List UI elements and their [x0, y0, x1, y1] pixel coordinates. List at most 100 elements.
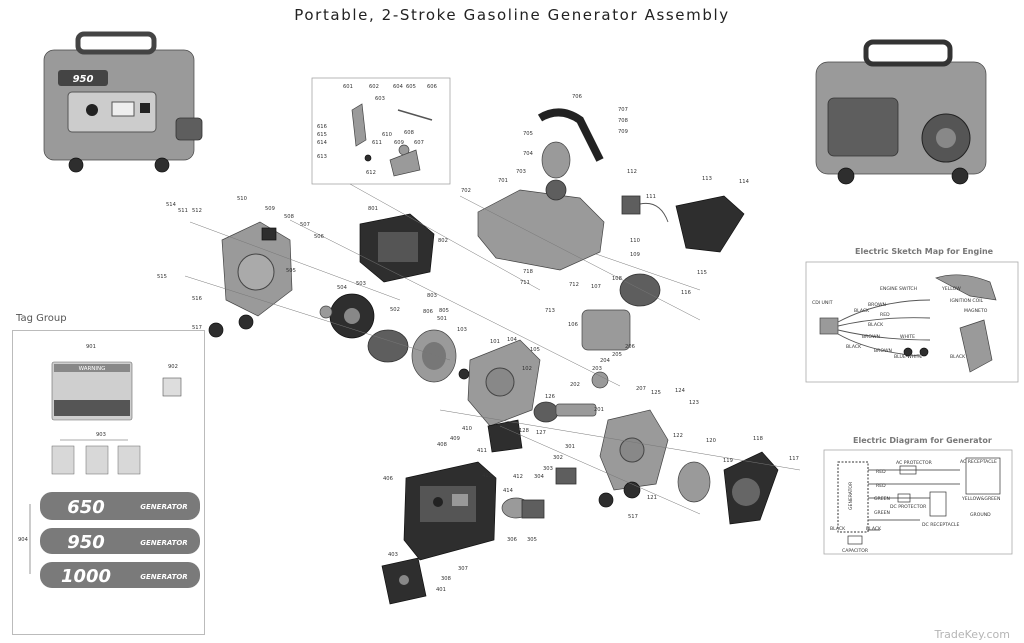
generator-photo-rear	[815, 39, 987, 185]
engine-label: BROWN	[868, 302, 886, 308]
tag-callout: 901	[86, 344, 96, 350]
part-number: 206	[625, 344, 635, 350]
part-number: 121	[647, 495, 657, 501]
part-number: 304	[534, 474, 545, 480]
engine-label: BLACK	[854, 308, 870, 314]
engine-label: BLACK	[950, 354, 966, 360]
part-number: 517	[192, 325, 202, 331]
part-number: 506	[314, 234, 324, 240]
generator-label: RED	[876, 483, 886, 489]
part-number: 403	[388, 552, 398, 558]
engine-sketch-panel: Electric Sketch Map for Engine CDI UNIT …	[805, 247, 1019, 383]
part-number: 410	[462, 426, 472, 432]
part-number: 116	[681, 290, 691, 296]
part-number: 515	[157, 274, 167, 280]
engine-label: BLACK	[846, 344, 862, 350]
part-number: 801	[368, 206, 378, 212]
generator-label: GREEN	[874, 496, 890, 502]
generator-label: CAPACITOR	[842, 548, 869, 554]
part-number: 615	[317, 132, 327, 138]
part-number: 406	[383, 476, 393, 482]
part-number: 126	[545, 394, 555, 400]
part-number: 511	[178, 208, 188, 214]
part-number: 802	[438, 238, 448, 244]
generator-panel-title: Electric Diagram for Generator	[853, 436, 992, 445]
part-number: 115	[697, 270, 707, 276]
part-number: 605	[406, 84, 416, 90]
recoil-starter	[677, 451, 779, 525]
engine-label: BLACK	[868, 322, 884, 328]
part-number: 711	[520, 280, 530, 286]
part-number: 124	[675, 388, 686, 394]
air-filter-box	[359, 213, 435, 283]
tag-group: WARNING 650 GENERATOR 950 GENERATOR 1000…	[18, 344, 200, 588]
part-number: 504	[337, 285, 348, 291]
part-number: 616	[317, 124, 327, 130]
part-number: 414	[503, 488, 514, 494]
generator-diagram-panel: Electric Diagram for Generator GENERATOR…	[823, 436, 1013, 555]
part-number: 704	[523, 151, 534, 157]
part-number: 108	[612, 276, 622, 282]
part-number: 611	[372, 140, 382, 146]
part-number: 306	[507, 537, 517, 543]
part-number: 503	[356, 281, 366, 287]
generator-label: BLACK	[830, 526, 846, 532]
part-number: 607	[414, 140, 424, 146]
part-number: 806	[423, 309, 433, 315]
generator-label: DC RECEPTACLE	[922, 522, 959, 528]
warning-label: WARNING	[79, 366, 106, 372]
part-number: 702	[461, 188, 471, 194]
part-number: 708	[618, 118, 628, 124]
part-number: 512	[192, 208, 202, 214]
part-number: 413	[482, 473, 492, 479]
engine-label: BROWN	[862, 334, 880, 340]
tag-group-box	[12, 330, 205, 635]
part-number: 105	[530, 347, 540, 353]
part-number: 308	[441, 576, 451, 582]
decal-number: 650	[67, 497, 105, 518]
part-number: 701	[498, 178, 508, 184]
tag-callout: 902	[168, 364, 178, 370]
part-number: 204	[600, 358, 611, 364]
part-number: 113	[702, 176, 712, 182]
decal-number: 950	[67, 532, 105, 553]
part-number: 411	[477, 448, 487, 454]
part-number: 122	[673, 433, 683, 439]
stator-housing	[221, 221, 293, 317]
generator-label: AC RECEPTACLE	[960, 459, 997, 465]
tag-callout: 904	[18, 537, 29, 543]
part-number: 501	[437, 316, 447, 322]
part-number: 202	[570, 382, 580, 388]
engine-label: YELLOW	[941, 286, 961, 292]
part-number: 514	[166, 202, 177, 208]
part-number: 106	[568, 322, 578, 328]
generator-label: RED	[876, 469, 886, 475]
svg-text:950: 950	[73, 74, 94, 85]
part-number: 606	[427, 84, 437, 90]
page-title: Portable, 2-Stroke Gasoline Generator As…	[294, 6, 730, 24]
part-number: 127	[536, 430, 546, 436]
engine-label: ENGINE SWITCH	[880, 286, 917, 292]
part-number: 103	[457, 327, 467, 333]
part-number: 508	[284, 214, 294, 220]
watermark: TradeKey.com	[934, 628, 1010, 641]
part-number: 509	[265, 206, 275, 212]
part-number: 712	[569, 282, 579, 288]
part-number: 111	[646, 194, 656, 200]
part-number: 713	[545, 308, 555, 314]
part-number: 517	[628, 514, 638, 520]
part-number: 203	[592, 366, 602, 372]
part-number: 604	[393, 84, 404, 90]
control-panel	[403, 419, 523, 561]
engine-label: IGNITION COIL	[950, 298, 984, 304]
part-number: 707	[618, 107, 628, 113]
decal-label: GENERATOR	[140, 539, 187, 547]
part-number: 601	[343, 84, 353, 90]
part-number: 120	[706, 438, 716, 444]
throttle-linkage	[351, 103, 433, 177]
inset-throttle-parts	[311, 77, 451, 185]
part-number: 505	[286, 268, 296, 274]
generator-label: DC PROTECTOR	[890, 504, 927, 510]
part-number: 307	[458, 566, 468, 572]
air-filter-cover	[621, 195, 745, 253]
